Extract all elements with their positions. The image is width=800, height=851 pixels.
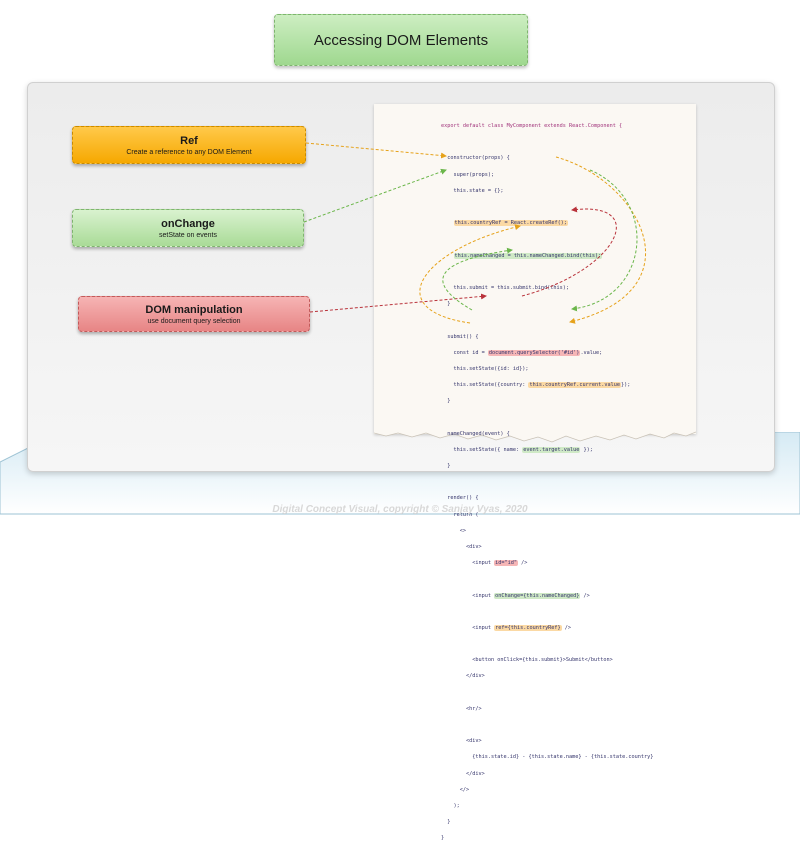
page-title: Accessing DOM Elements [274,14,528,66]
code-line: <hr/> [441,705,482,712]
code-line: <div> [441,543,482,550]
code-highlight-query: document.querySelector('#id') [487,349,581,356]
ref-card-title: Ref [180,134,198,147]
code-line: render() { [441,495,479,502]
code-line [441,575,653,583]
arrow-ref-to-createref [305,142,447,159]
code-line: <input ref={this.countryRef} /> [441,624,653,632]
code-line: submit() { [441,333,479,340]
loop-ref-attr-to-ref-value [419,224,521,324]
code-text: /> [561,624,572,631]
code-text: <input [441,592,495,599]
loop-countryref-to-ref-attr [555,156,647,324]
code-text: .value; [580,349,603,356]
code-highlight-ref-attr: ref={this.countryRef} [494,624,562,631]
connector-arrows [303,142,647,324]
code-line: </div> [441,673,485,680]
code-highlight-ref-value: this.countryRef.current.value [528,382,622,389]
code-line: <input onChange={this.nameChanged} /> [441,592,653,600]
code-line: <> [441,527,466,534]
code-line: ); [441,802,460,809]
code-line: } [441,835,445,842]
code-line: this.state = {}; [441,187,504,194]
arrow-dom-to-id [309,293,487,313]
onchange-card: onChange setState on events [72,209,304,247]
code-highlight-event: event.target.value [522,446,581,453]
code-line: } [441,819,451,826]
code-text: this.setState({country: [441,382,529,389]
ref-card-subtitle: Create a reference to any DOM Element [126,148,252,156]
code-line: <input id="id" /> [441,559,653,567]
code-text: }); [621,382,631,389]
code-line: </> [441,786,470,793]
code-text: <input [441,560,495,567]
ref-card: Ref Create a reference to any DOM Elemen… [72,126,306,164]
code-highlight-onchange: onChange={this.nameChanged} [494,592,581,599]
code-line [441,721,653,729]
code-line: <button onClick={this.submit}>Submit</bu… [441,657,613,664]
torn-paper-edge [374,424,696,443]
code-line: export default class MyComponent extends… [441,122,653,130]
code-line [441,640,653,648]
code-text: }); [580,446,593,453]
code-paper [374,104,696,434]
code-line: const id = document.querySelector('#id')… [441,349,653,357]
code-line [441,608,653,616]
dom-card-subtitle: use document query selection [147,317,241,325]
code-line: {this.state.id} - {this.state.name} - {t… [441,754,654,761]
code-text: const id = [441,349,488,356]
code-highlight-bind: this.nameChanged = this.nameChanged.bind… [453,252,603,259]
arrow-onchange-to-bind [303,168,447,223]
dom-card-title: DOM manipulation [145,303,243,316]
onchange-card-subtitle: setState on events [159,231,217,239]
code-text: export default class MyComponent extends… [441,123,623,130]
loop-id-to-queryselector [521,206,617,297]
code-line [441,689,653,697]
code-line: this.nameChanged = this.nameChanged.bind… [441,252,653,260]
code-line: this.setState({ name: event.target.value… [441,446,653,454]
code-text: /> [517,560,528,567]
code-line: } [441,301,451,308]
code-text: this.setState({ name: [441,446,523,453]
code-line: } [441,398,451,405]
loop-onchange-attr-to-event [442,247,513,311]
code-text: /> [580,592,590,599]
code-line: nameChanged(event) { [441,430,510,437]
code-line: return ( [441,511,479,518]
code-highlight-id: id="id" [494,560,518,567]
code-line: super(props); [441,171,495,178]
loop-bind-to-onchange-attr [571,169,638,312]
dom-card: DOM manipulation use document query sele… [78,296,310,332]
copyright-footer: Digital Concept Visual, copyright © Sanj… [272,504,528,515]
onchange-card-title: onChange [161,217,215,230]
code-line: <div> [441,738,482,745]
code-text: <input [441,624,495,631]
code-line: this.setState({country: this.countryRef.… [441,381,653,389]
code-line: this.setState({id: id}); [441,365,529,372]
code-line: </div> [441,770,485,777]
code-line: this.countryRef = React.createRef(); [441,219,653,227]
code-highlight-ref: this.countryRef = React.createRef(); [453,220,568,227]
code-line: } [441,463,451,470]
code-line: this.submit = this.submit.bind(this); [441,284,570,291]
code-line: constructor(props) { [441,155,510,162]
